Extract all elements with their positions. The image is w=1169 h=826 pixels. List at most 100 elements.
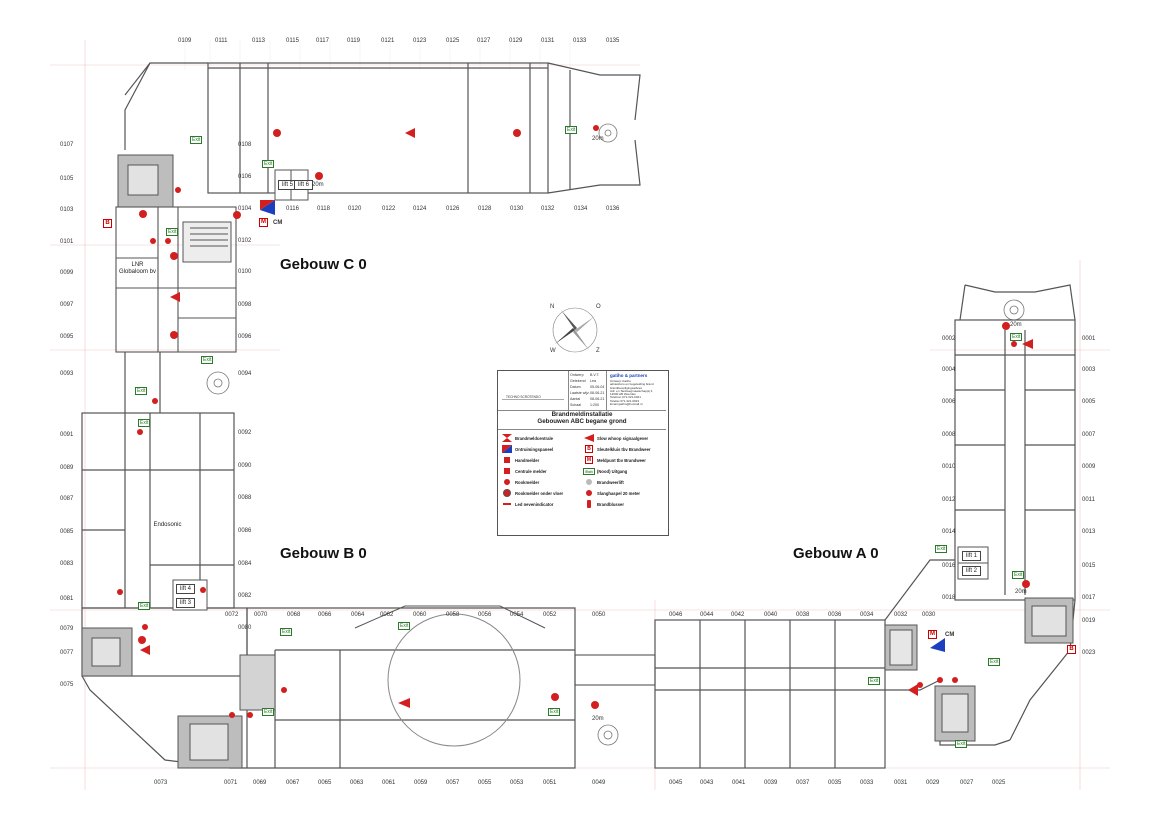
grid-label: 0008 — [942, 432, 956, 438]
grid-label: 0012 — [942, 497, 956, 503]
grid-label: 0041 — [732, 780, 746, 786]
building-a-cores — [884, 597, 1074, 742]
grid-label: 0094 — [238, 371, 252, 377]
lift-label: lift 1 — [962, 551, 982, 561]
grid-label: 0031 — [894, 780, 908, 786]
compass-rose — [552, 307, 598, 353]
legend-item: Handmelder — [502, 455, 539, 465]
connector-b-a — [574, 654, 656, 686]
grid-label: 0101 — [60, 239, 74, 245]
grid-label: 0107 — [60, 142, 74, 148]
grid-label: 0134 — [574, 206, 588, 212]
exit-sign: Exit — [262, 708, 275, 716]
led-indicator-icon — [502, 500, 512, 508]
grid-label: 0010 — [942, 464, 956, 470]
title-block: Ontwerp B.V.T. Getekend Lea Datum 05-06-… — [497, 370, 669, 536]
grid-label: 0103 — [60, 207, 74, 213]
grid-label: 0043 — [700, 780, 714, 786]
legend-item: Led nevenindicator — [502, 499, 553, 509]
grid-label: 0067 — [286, 780, 300, 786]
grid-label: 0100 — [238, 269, 252, 275]
hose-label: 20m — [1015, 589, 1027, 595]
grid-label: 0046 — [669, 612, 683, 618]
grid-label: 0106 — [238, 174, 252, 180]
exit-sign: Exit — [868, 677, 881, 685]
grid-label: 0095 — [60, 334, 74, 340]
exit-sign: Exit — [935, 545, 948, 553]
brandblusser-icon — [584, 500, 594, 508]
drawing-title-line1: Brandmeldinstallatie — [551, 411, 613, 418]
grid-label: 0081 — [60, 596, 74, 602]
tb-value: Lea — [590, 379, 596, 383]
grid-label: 0035 — [828, 780, 842, 786]
handmelder-icon — [502, 456, 512, 464]
grid-label: 0099 — [60, 270, 74, 276]
grid-label: 0092 — [238, 430, 252, 436]
grid-label: 0045 — [669, 780, 683, 786]
grid-label: 0061 — [382, 780, 396, 786]
grid-label: 0113 — [252, 38, 265, 44]
exit-sign: Exit — [565, 126, 578, 134]
drawing-title-line2: Gebouwen ABC begane grond — [537, 418, 627, 426]
grid-label: 0070 — [254, 612, 268, 618]
grid-label: 0069 — [253, 780, 267, 786]
grid-label: 0064 — [351, 612, 365, 618]
grid-label: 0034 — [860, 612, 874, 618]
grid-label: 0122 — [382, 206, 396, 212]
room-label-lnr: LNR Globaloom bv — [118, 262, 157, 276]
sleutelkluis-icon: B — [584, 445, 594, 453]
grid-label: 0042 — [731, 612, 745, 618]
grid-label: 0055 — [478, 780, 492, 786]
centrale-melder-icon — [502, 467, 512, 475]
grid-label: 0003 — [1082, 367, 1096, 373]
grid-label: 0063 — [350, 780, 364, 786]
building-label-a: Gebouw A 0 — [793, 545, 879, 562]
grid-label: 0030 — [922, 612, 936, 618]
nooduitgang-icon: Exit — [583, 467, 595, 475]
grid-label: 0093 — [60, 371, 74, 377]
grid-label: 0105 — [60, 176, 74, 182]
exit-sign: Exit — [955, 740, 968, 748]
tb-value: 05-06-04 — [590, 385, 605, 389]
legend-item: Centrale melder — [502, 466, 547, 476]
grid-label: 0059 — [414, 780, 428, 786]
legend-item: B Sleutelkluis tbv Brandweer — [584, 444, 651, 454]
compass-z: Z — [596, 348, 600, 354]
grid-label: 0117 — [316, 38, 329, 44]
grid-label: 0123 — [413, 38, 427, 44]
grid-label: 0120 — [348, 206, 362, 212]
grid-label: 0011 — [1082, 497, 1095, 503]
grid-label: 0018 — [942, 595, 956, 601]
exit-sign: Exit — [138, 602, 151, 610]
centrale-melder-label: CM — [273, 220, 283, 226]
legend-item: Rookmelder — [502, 477, 539, 487]
grid-label: 0050 — [592, 612, 606, 618]
grid-label: 0036 — [828, 612, 842, 618]
exit-sign: Exit — [280, 628, 293, 636]
tb-label: Getekend — [570, 379, 586, 383]
grid-label: 0098 — [238, 302, 252, 308]
grid-label: 0009 — [1082, 464, 1096, 470]
grid-label: 0016 — [942, 563, 956, 569]
grid-label: 0080 — [238, 625, 252, 631]
tb-value: 08-06-21 — [590, 391, 605, 395]
hose-label: 20m — [592, 716, 604, 722]
grid-label: 0116 — [286, 206, 299, 212]
grid-label: 0121 — [381, 38, 395, 44]
grid-label: 0131 — [541, 38, 555, 44]
grid-label: 0002 — [942, 336, 956, 342]
grid-label: 0014 — [942, 529, 956, 535]
brandweerlift-icon — [584, 478, 594, 486]
exit-sign: Exit — [398, 622, 411, 630]
grid-label: 0032 — [894, 612, 908, 618]
grid-label: 0125 — [446, 38, 460, 44]
grid-label: 0071 — [224, 780, 238, 786]
grid-label: 0085 — [60, 529, 74, 535]
grid-label: 0004 — [942, 367, 956, 373]
grid-label: 0052 — [543, 612, 557, 618]
grid-label: 0111 — [215, 38, 228, 44]
grid-label: 0060 — [413, 612, 427, 618]
grid-label: 0129 — [509, 38, 523, 44]
exit-sign: Exit — [166, 228, 179, 236]
